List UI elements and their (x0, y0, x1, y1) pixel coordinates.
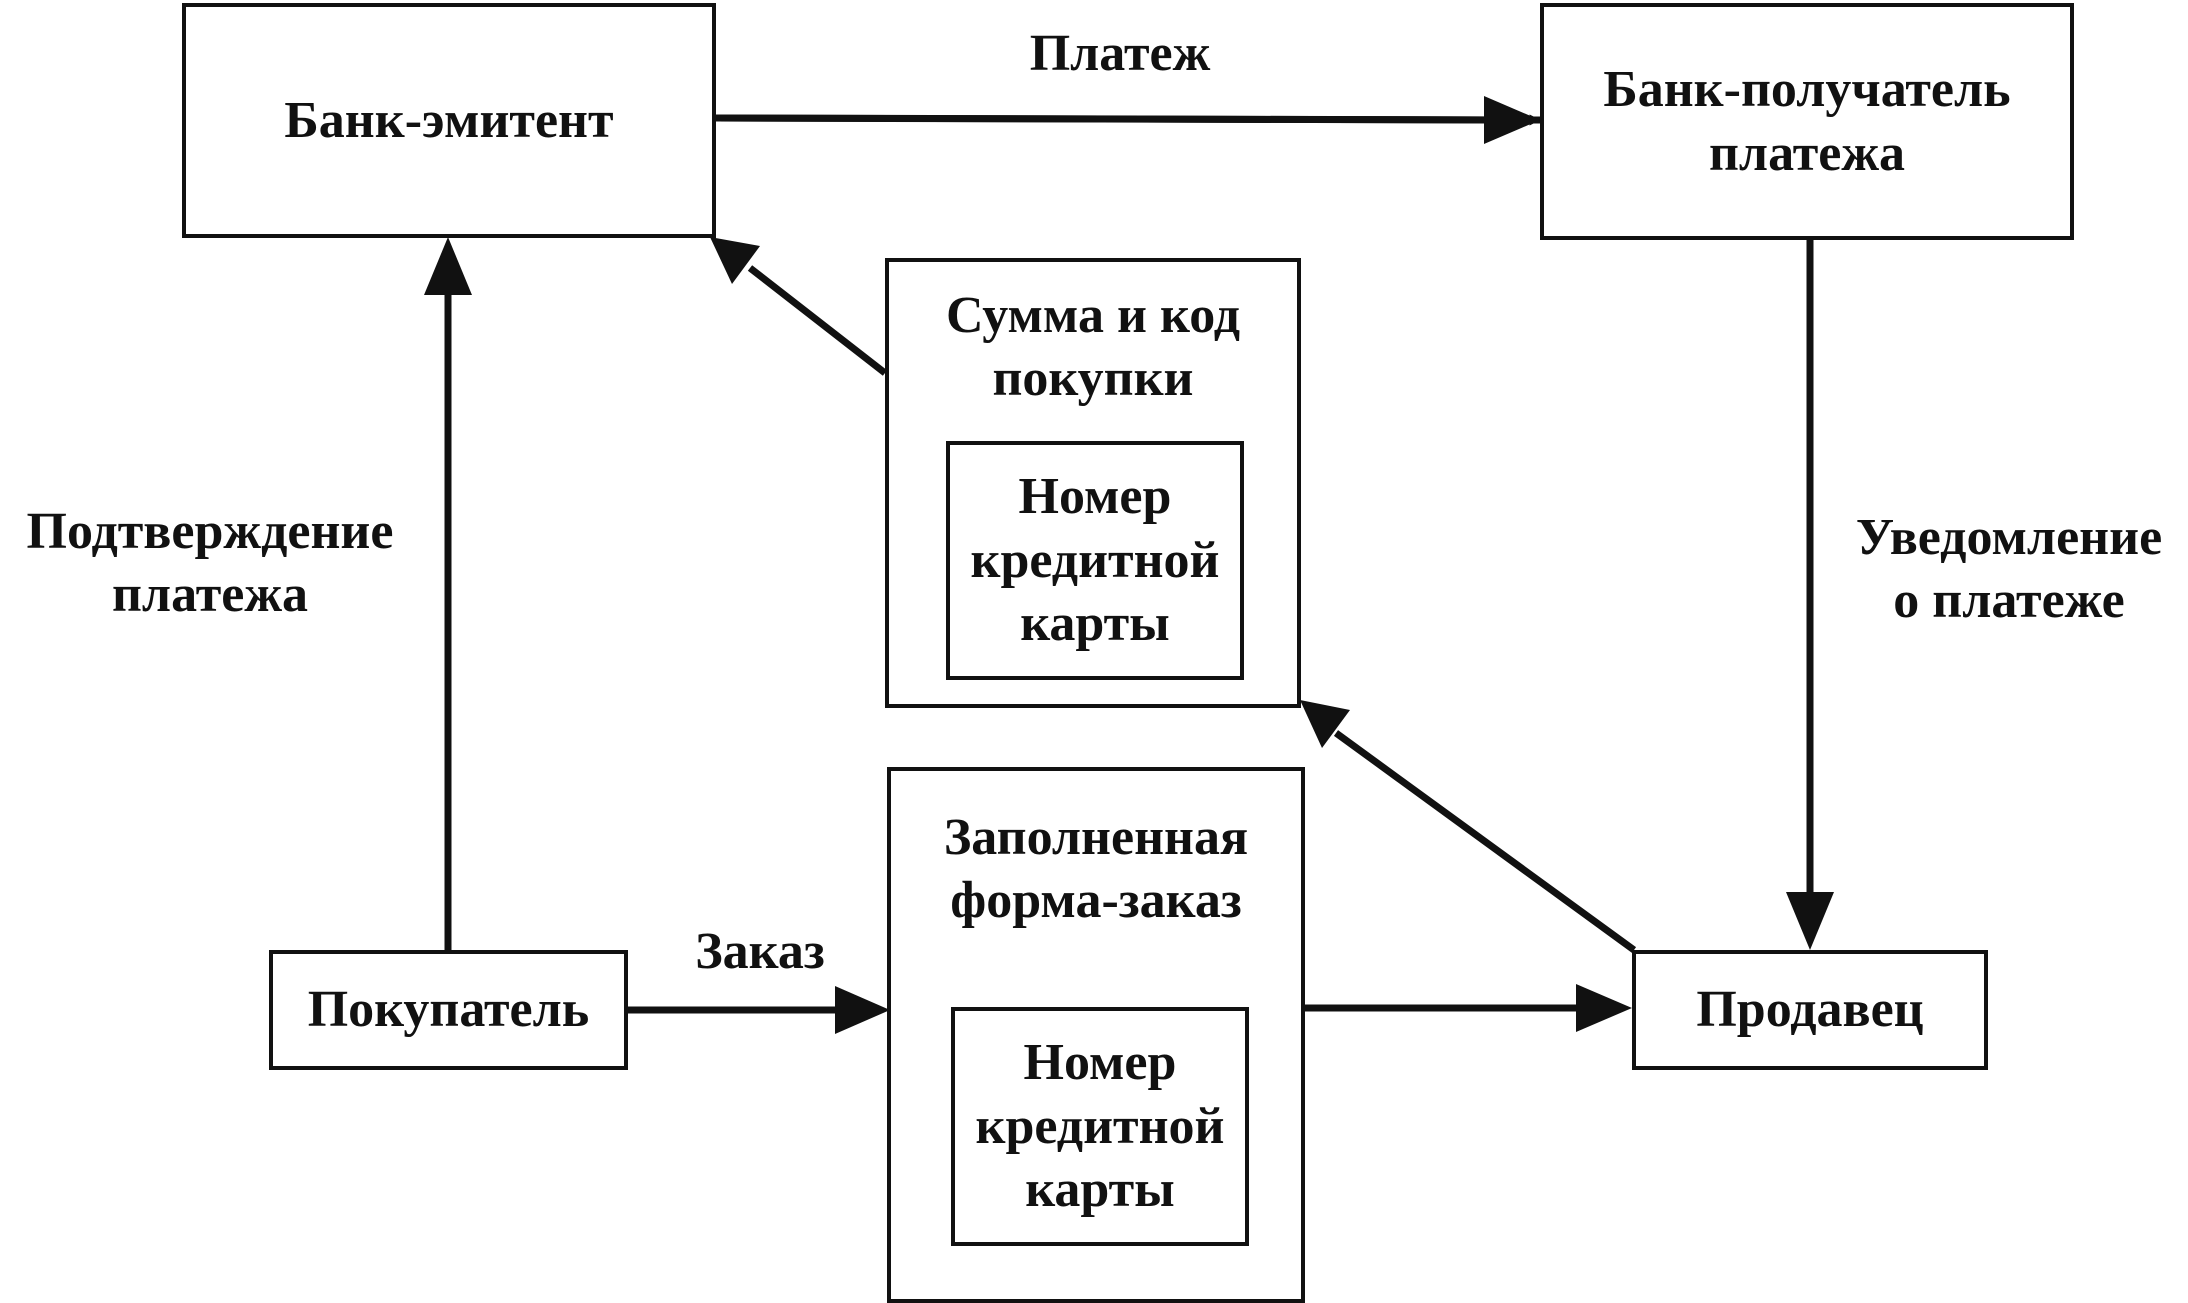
seller-node: Продавец (1632, 950, 1988, 1070)
arrowhead-payment-notification (1786, 892, 1834, 950)
arrow-purchase-to-issuer (747, 265, 888, 376)
issuer-bank-node: Банк-эмитент (182, 3, 716, 238)
order-form-node: Заполненная форма-заказ Номер кредитной … (887, 767, 1305, 1303)
buyer-label: Покупатель (307, 981, 590, 1039)
order-edge-label: Заказ (695, 923, 825, 980)
purchase-card-number-label: Номер кредитной карты (970, 468, 1220, 653)
arrowhead-payment (1484, 96, 1540, 144)
order-card-number-label: Номер кредитной карты (975, 1034, 1225, 1219)
issuer-bank-label: Банк-эмитент (284, 91, 614, 149)
arrowhead-form-to-seller (1576, 984, 1632, 1032)
purchase-info-node: Сумма и код покупки Номер кредитной карт… (885, 258, 1301, 708)
order-card-number-node: Номер кредитной карты (951, 1007, 1249, 1246)
purchase-info-title: Сумма и код покупки (945, 287, 1241, 408)
arrowhead-seller-to-purchase (1300, 700, 1350, 748)
order-form-title: Заполненная форма-заказ (943, 809, 1249, 930)
payment-notification-edge-label: Уведомление о платеже (1855, 509, 2163, 630)
seller-label: Продавец (1696, 981, 1924, 1039)
arrow-seller-to-purchase (1333, 730, 1637, 953)
buyer-node: Покупатель (269, 950, 628, 1070)
arrowhead-purchase-to-issuer (710, 237, 760, 284)
payment-confirmation-edge-label: Подтверждение платежа (26, 503, 394, 624)
arrowhead-payment-confirmation (424, 237, 472, 295)
purchase-card-number-node: Номер кредитной карты (946, 441, 1244, 680)
arrowhead-order (835, 986, 890, 1034)
acquirer-bank-node: Банк-получатель платежа (1540, 3, 2074, 240)
payment-edge-label: Платеж (1029, 25, 1211, 82)
acquirer-bank-label: Банк-получатель платежа (1603, 61, 2011, 182)
